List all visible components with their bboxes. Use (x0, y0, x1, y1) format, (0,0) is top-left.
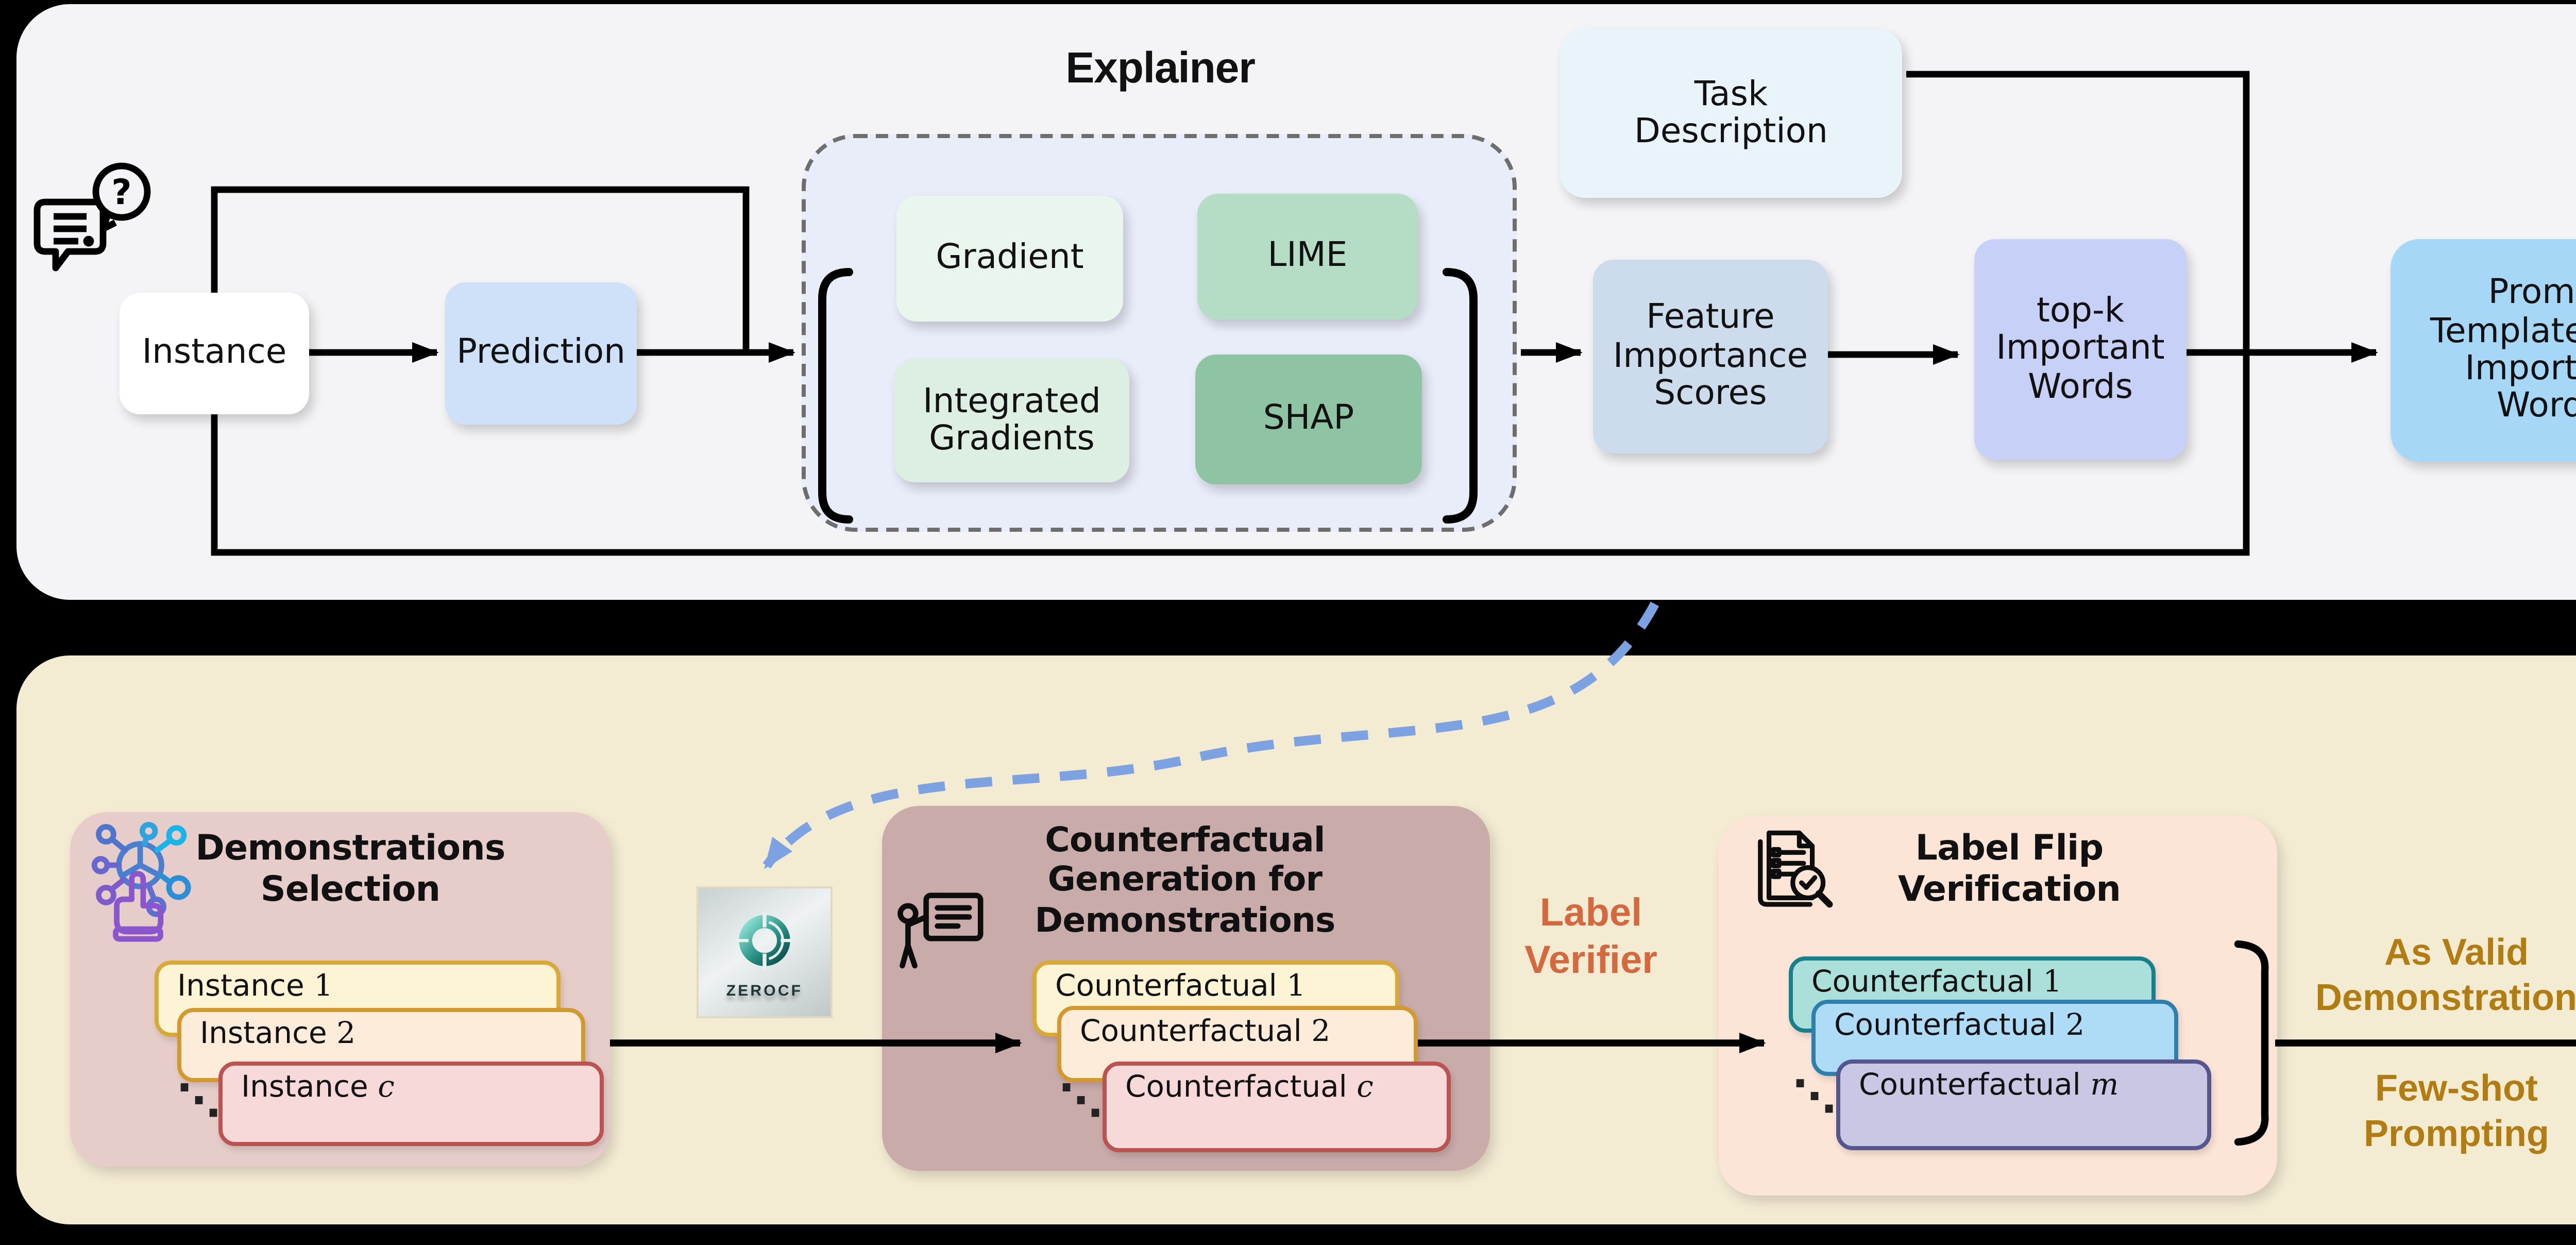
instance-2-label: Instance (200, 1018, 327, 1051)
label-flip-title: Label Flip Verification (1897, 829, 2121, 912)
svg-text:?: ? (111, 172, 131, 213)
zerocf-logo-text: ZEROCF (726, 980, 803, 999)
counterfactual-2-label: Counterfactual (1080, 1016, 1302, 1049)
cf-generation-title: Counterfactual Generation for Demonstrat… (1035, 820, 1335, 940)
lime-label: LIME (1267, 235, 1348, 275)
verify-checklist-icon (1752, 829, 1838, 923)
instance-c-index: c (378, 1072, 395, 1105)
label-verifier-text: Label Verifier (1524, 893, 1657, 984)
task-description-label: Task Description (1634, 73, 1828, 150)
topk-words-label: top-k Important Words (1996, 290, 2165, 406)
shap-label: SHAP (1263, 398, 1354, 438)
verified-cf-m-index: m (2090, 1070, 2119, 1103)
integrated-gradients-label: Integrated Gradients (923, 380, 1101, 458)
verified-counterfactual-m-card: Counterfactual m (1836, 1059, 2211, 1150)
instance-1-label: Instance (177, 971, 304, 1004)
counterfactual-2-index: 2 (1311, 1016, 1331, 1049)
instance-box: Instance (120, 293, 309, 414)
instance-c-card: Instance c (218, 1062, 604, 1146)
counterfactual-1-index: 1 (1286, 971, 1306, 1004)
demonstrations-selection-title: Demonstrations Selection (195, 829, 505, 912)
zerocf-dashed-arrow (762, 601, 1659, 869)
feature-importance-label: Feature Importance Scores (1613, 297, 1808, 413)
prompt-template-box: Prompt Template with Important Words (2391, 239, 2576, 462)
prompt-template-label: Prompt Template with Important Words (2430, 272, 2576, 426)
demo-ellipsis: ⋱ (177, 1076, 221, 1125)
verified-cf-2-label: Counterfactual (1834, 1010, 2056, 1043)
verified-cf-1-index: 1 (2043, 967, 2062, 1000)
explainer-brackets (818, 268, 1478, 524)
as-valid-demonstrations-text: As Valid Demonstrations (2315, 932, 2576, 1018)
shap-box: SHAP (1195, 355, 1422, 484)
verified-cf-1-label: Counterfactual (1811, 967, 2033, 1000)
instance-2-index: 2 (336, 1018, 356, 1051)
counterfactual-1-label: Counterfactual (1055, 971, 1277, 1004)
task-description-box: Task Description (1560, 29, 1902, 198)
prediction-label: Prediction (456, 332, 625, 372)
lime-box: LIME (1197, 194, 1418, 319)
counterfactual-c-card: Counterfactual c (1103, 1062, 1451, 1152)
zerocf-ring-icon (735, 910, 794, 969)
presenter-icon (894, 890, 985, 981)
instance-label: Instance (142, 332, 287, 372)
few-shot-prompting-text: Few-shot Prompting (2364, 1068, 2549, 1154)
instance-c-label: Instance (241, 1072, 368, 1105)
integrated-gradients-box: Integrated Gradients (894, 359, 1129, 482)
chat-question-icon: ? (29, 161, 165, 301)
prediction-box: Prediction (445, 282, 637, 425)
feature-importance-box: Feature Importance Scores (1593, 260, 1828, 453)
verified-cf-m-label: Counterfactual (1859, 1070, 2081, 1103)
counterfactual-c-index: c (1357, 1072, 1374, 1105)
zerocf-logo-small: ZEROCF (699, 888, 831, 1016)
explainer-title: Explainer (1065, 45, 1256, 93)
verified-cf-2-index: 2 (2065, 1010, 2085, 1043)
network-selection-icon (82, 820, 194, 952)
instance-1-index: 1 (314, 971, 333, 1004)
topk-words-box: top-k Important Words (1974, 239, 2187, 460)
label-flip-ellipsis: ⋱ (1793, 1072, 1836, 1121)
counterfactual-c-label: Counterfactual (1125, 1072, 1347, 1105)
gradient-box: Gradient (896, 196, 1123, 322)
cf-generation-ellipsis: ⋱ (1059, 1076, 1103, 1125)
gradient-label: Gradient (936, 238, 1084, 277)
